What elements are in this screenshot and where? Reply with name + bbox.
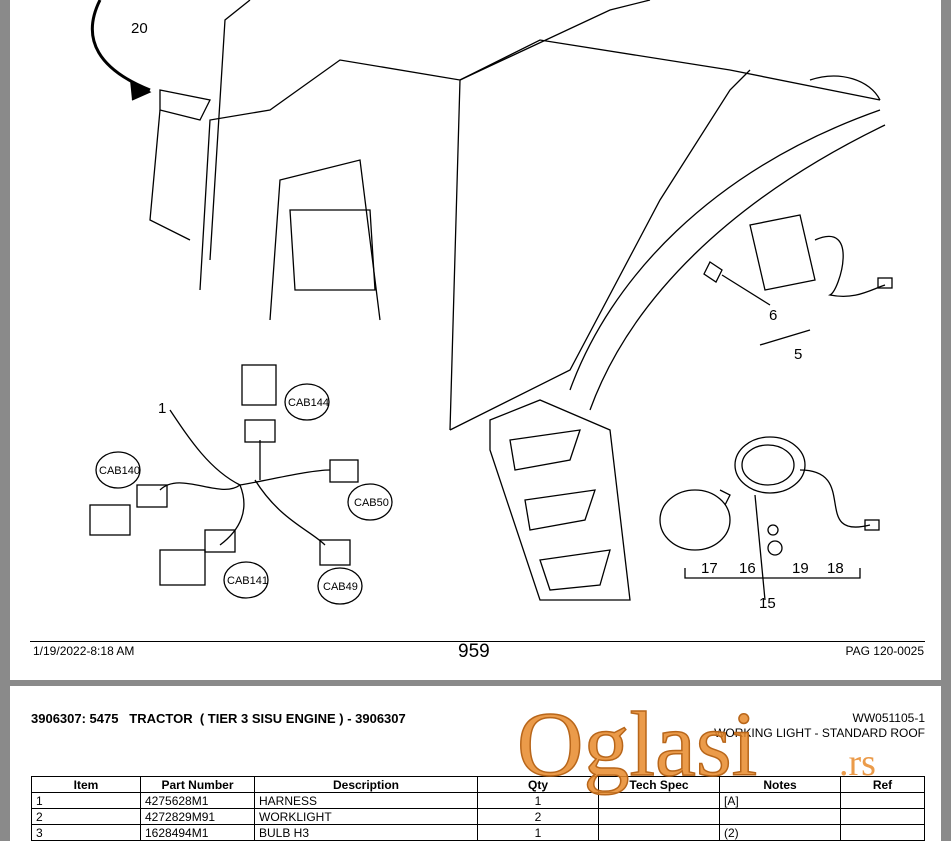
cell-item: 1 bbox=[31, 792, 141, 809]
col-part: Part Number bbox=[140, 776, 255, 793]
table-row: 3 1628494M1 BULB H3 1 (2) bbox=[31, 824, 925, 841]
cell-notes: (2) bbox=[719, 824, 841, 841]
callout-18: 18 bbox=[827, 560, 844, 577]
cell-item: 2 bbox=[31, 808, 141, 825]
cell-qty: 1 bbox=[477, 824, 599, 841]
callout-16: 16 bbox=[739, 560, 756, 577]
table-header-row: Item Part Number Description Qty Tech Sp… bbox=[31, 776, 925, 793]
table-row: 2 4272829M91 WORKLIGHT 2 bbox=[31, 808, 925, 825]
cell-item: 3 bbox=[31, 824, 141, 841]
col-notes: Notes bbox=[719, 776, 841, 793]
cell-part: 4272829M91 bbox=[140, 808, 255, 825]
callout-17: 17 bbox=[701, 560, 718, 577]
connector-label-cab50: CAB50 bbox=[354, 497, 389, 509]
cell-desc: WORKLIGHT bbox=[254, 808, 478, 825]
footer-pag-ref: PAG 120-0025 bbox=[845, 644, 925, 658]
cell-spec bbox=[598, 808, 720, 825]
connector-label-cab49: CAB49 bbox=[323, 581, 358, 593]
cell-desc: BULB H3 bbox=[254, 824, 478, 841]
oglasi-watermark-logo: Oglasi .rs bbox=[517, 692, 876, 796]
watermark-tld: .rs bbox=[839, 742, 876, 784]
footer-divider bbox=[30, 641, 925, 642]
footer-date: 1/19/2022-8:18 AM bbox=[33, 644, 135, 658]
callout-1: 1 bbox=[158, 400, 166, 417]
section-code: WW051105-1 bbox=[852, 711, 925, 725]
callout-20: 20 bbox=[131, 20, 148, 37]
watermark-brand: Oglasi bbox=[517, 693, 757, 795]
cell-ref bbox=[840, 824, 925, 841]
model-title: 3906307: 5475 TRACTOR ( TIER 3 SISU ENGI… bbox=[31, 711, 406, 726]
callout-19: 19 bbox=[792, 560, 809, 577]
connector-label-cab144: CAB144 bbox=[288, 397, 329, 409]
callout-15: 15 bbox=[759, 595, 776, 612]
cell-notes bbox=[719, 808, 841, 825]
col-item: Item bbox=[31, 776, 141, 793]
section-subtitle: WORKING LIGHT - STANDARD ROOF bbox=[714, 726, 925, 740]
cell-ref bbox=[840, 808, 925, 825]
footer-page-number: 959 bbox=[458, 641, 490, 662]
cell-desc: HARNESS bbox=[254, 792, 478, 809]
cell-spec bbox=[598, 824, 720, 841]
catalog-page-parts-list: 3906307: 5475 TRACTOR ( TIER 3 SISU ENGI… bbox=[10, 686, 941, 841]
cell-qty: 2 bbox=[477, 808, 599, 825]
callout-6: 6 bbox=[769, 307, 777, 324]
connector-label-cab140: CAB140 bbox=[99, 465, 140, 477]
connector-label-cab141: CAB141 bbox=[227, 575, 268, 587]
catalog-page-drawing: 20 1 6 5 17 16 19 18 15 CAB144 CAB140 CA… bbox=[10, 0, 941, 680]
callout-5: 5 bbox=[794, 346, 802, 363]
cell-part: 4275628M1 bbox=[140, 792, 255, 809]
parts-table: Item Part Number Description Qty Tech Sp… bbox=[31, 776, 925, 841]
cell-part: 1628494M1 bbox=[140, 824, 255, 841]
col-desc: Description bbox=[254, 776, 478, 793]
parts-exploded-diagram: 20 1 6 5 17 16 19 18 15 CAB144 CAB140 CA… bbox=[89, 0, 893, 612]
col-spec: Tech Spec bbox=[598, 776, 720, 793]
